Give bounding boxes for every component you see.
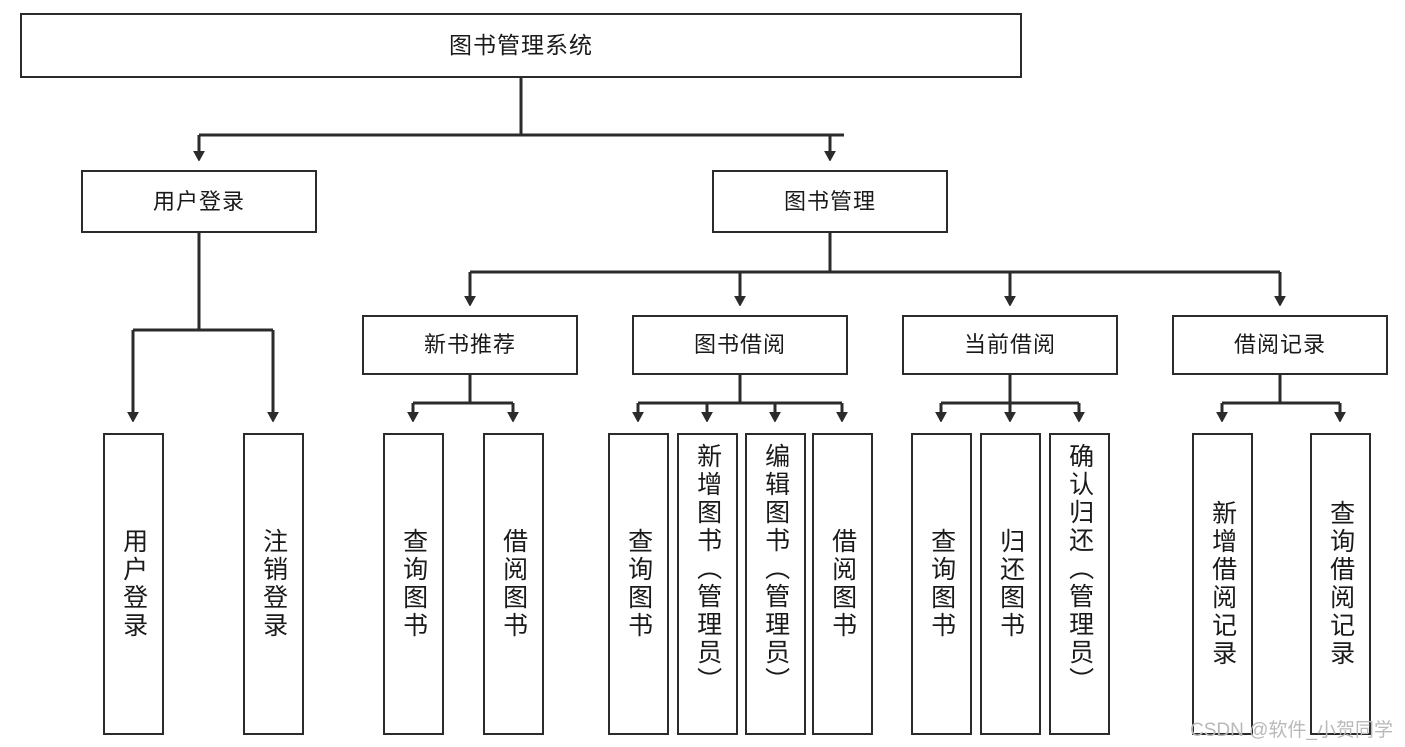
node-leaf-query-borrow-record[interactable]: 查询借阅记录 [1310, 433, 1371, 735]
node-label: 借阅图书 [828, 528, 857, 640]
node-label: 查询图书 [399, 528, 428, 640]
node-root-book-management-system[interactable]: 图书管理系统 [20, 13, 1022, 78]
node-leaf-return-book[interactable]: 归还图书 [980, 433, 1041, 735]
node-leaf-edit-book-admin[interactable]: 编辑图书（管理员） [745, 433, 806, 735]
node-label: 当前借阅 [963, 332, 1056, 357]
node-label: 图书管理 [783, 188, 876, 214]
node-leaf-user-login[interactable]: 用户登录 [103, 433, 164, 735]
node-book-management[interactable]: 图书管理 [712, 170, 948, 233]
node-leaf-add-book-admin[interactable]: 新增图书（管理员） [677, 433, 738, 735]
node-new-book-recommendation[interactable]: 新书推荐 [362, 315, 578, 375]
node-label: 归还图书 [996, 528, 1025, 640]
node-leaf-query-book-nbr[interactable]: 查询图书 [383, 433, 444, 735]
node-leaf-query-book-cb[interactable]: 查询图书 [911, 433, 972, 735]
node-label: 新书推荐 [423, 332, 516, 357]
node-label: 新增借阅记录 [1208, 500, 1237, 668]
node-label: 图书管理系统 [449, 32, 593, 58]
node-leaf-borrow-book-nbr[interactable]: 借阅图书 [483, 433, 544, 735]
node-leaf-query-book-bb[interactable]: 查询图书 [608, 433, 669, 735]
node-current-borrowing[interactable]: 当前借阅 [902, 315, 1118, 375]
node-user-login[interactable]: 用户登录 [81, 170, 317, 233]
node-leaf-borrow-book-bb[interactable]: 借阅图书 [812, 433, 873, 735]
node-label: 查询图书 [927, 528, 956, 640]
node-label: 用户登录 [152, 188, 245, 214]
node-book-borrowing[interactable]: 图书借阅 [632, 315, 848, 375]
node-label: 借阅记录 [1233, 332, 1326, 357]
node-borrowing-record[interactable]: 借阅记录 [1172, 315, 1388, 375]
node-label: 编辑图书（管理员） [761, 443, 790, 695]
node-label: 图书借阅 [693, 332, 786, 357]
node-label: 查询图书 [624, 528, 653, 640]
node-label: 用户登录 [119, 528, 148, 640]
node-label: 确认归还（管理员） [1065, 443, 1094, 695]
node-label: 注销登录 [259, 528, 288, 640]
node-label: 查询借阅记录 [1326, 500, 1355, 668]
node-leaf-logout[interactable]: 注销登录 [243, 433, 304, 735]
csdn-watermark: CSDN @软件_小贺同学 [1190, 720, 1393, 741]
node-label: 借阅图书 [499, 528, 528, 640]
node-leaf-add-borrow-record[interactable]: 新增借阅记录 [1192, 433, 1253, 735]
node-label: 新增图书（管理员） [693, 443, 722, 695]
node-leaf-confirm-return-admin[interactable]: 确认归还（管理员） [1049, 433, 1110, 735]
